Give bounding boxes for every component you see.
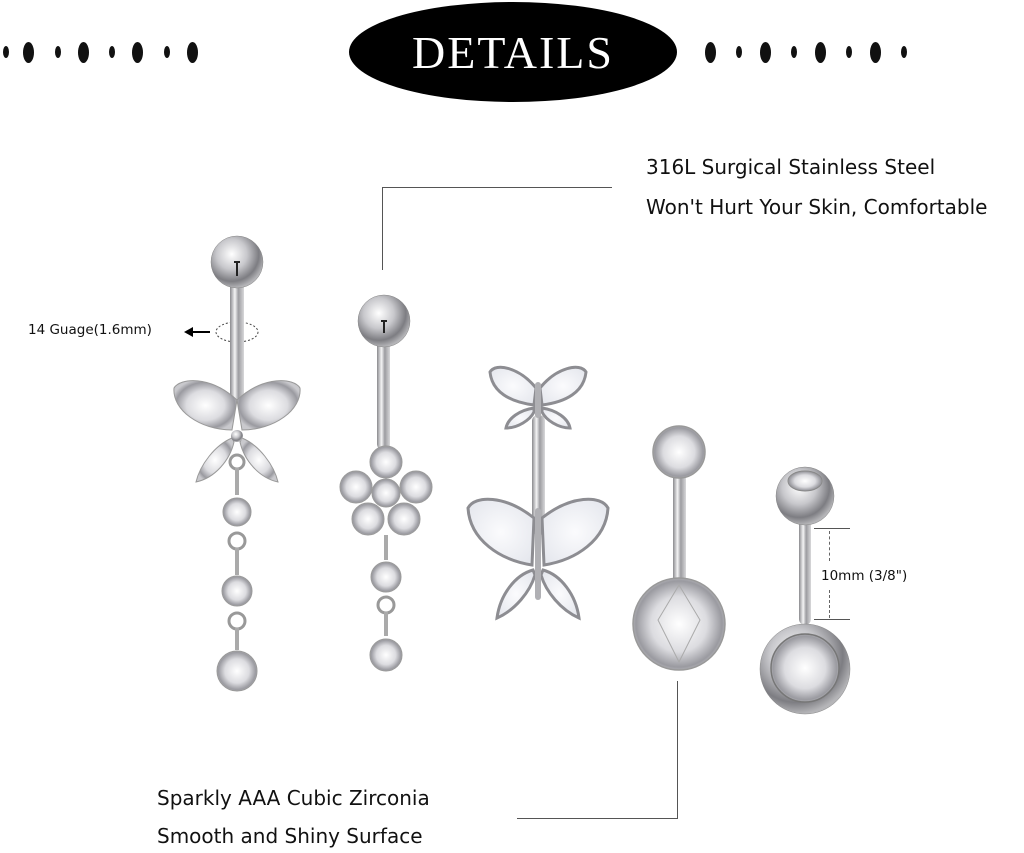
gauge-label: 14 Guage(1.6mm): [28, 322, 152, 338]
opal-butterfly-ring: [466, 365, 610, 621]
details-title-badge: DETAILS: [349, 2, 677, 102]
dot: [846, 46, 852, 58]
page-title: DETAILS: [412, 26, 614, 78]
material-leader-line-vertical: [382, 187, 383, 270]
dot: [164, 46, 170, 58]
material-leader-line: [382, 187, 612, 188]
length-label: 10mm (3/8"): [821, 568, 908, 584]
dot: [109, 46, 115, 58]
dot: [132, 41, 143, 63]
material-callout-line2: Won't Hurt Your Skin, Comfortable: [646, 195, 988, 219]
length-dash-bottom: [829, 590, 830, 618]
dot: [78, 41, 89, 63]
dot: [736, 46, 742, 58]
dot: [870, 41, 881, 63]
decorative-dots-right: [705, 41, 907, 63]
length-bottom-line: [814, 619, 850, 620]
decorative-dots-left: [3, 41, 198, 63]
dot: [901, 46, 907, 58]
stones-leader-line-vertical: [677, 681, 678, 819]
dot: [760, 41, 771, 63]
bezel-ball-ring: [759, 466, 851, 715]
material-callout-line1: 316L Surgical Stainless Steel: [646, 155, 936, 179]
stones-leader-line: [517, 818, 678, 819]
length-dash-top: [829, 531, 830, 561]
stones-callout-line2: Smooth and Shiny Surface: [157, 824, 423, 848]
dot: [705, 41, 716, 63]
dot: [791, 46, 797, 58]
dot: [23, 41, 34, 63]
butterfly-dangle-ring: [173, 235, 301, 692]
flower-dangle-ring: [339, 294, 433, 672]
dot: [187, 41, 198, 63]
dot: [55, 46, 61, 58]
round-cz-ring: [632, 425, 726, 671]
length-top-line: [814, 528, 850, 529]
stones-callout-line1: Sparkly AAA Cubic Zirconia: [157, 786, 430, 810]
dot: [815, 41, 826, 63]
dot: [3, 46, 9, 58]
